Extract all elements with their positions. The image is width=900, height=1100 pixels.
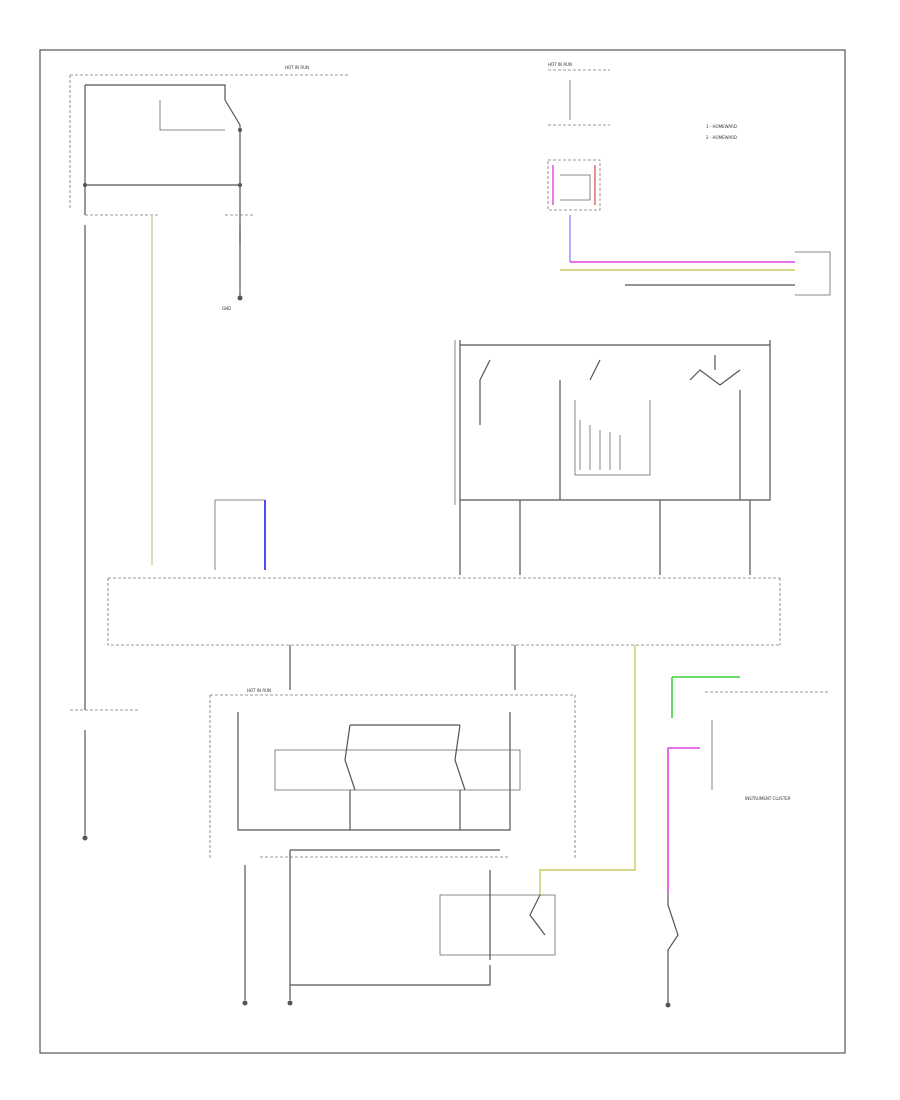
ground-icon bbox=[242, 1000, 248, 1006]
legend-line-1: 1 - HOMEWARD bbox=[706, 124, 737, 129]
hot-in-run-label-left: HOT IN RUN bbox=[285, 65, 309, 70]
ground-icon bbox=[287, 1000, 293, 1006]
body-control-module bbox=[107, 499, 781, 895]
top-right-switch-circuit: HOT IN RUN 1 - HOMEWARD 2 - HOMEWARD bbox=[547, 62, 831, 296]
connector-icon bbox=[238, 128, 242, 132]
hot-in-run-label-center: HOT IN RUN bbox=[247, 688, 271, 693]
ground-icon bbox=[665, 1002, 671, 1008]
left-bottom-circuit bbox=[70, 709, 140, 841]
mag3-wire bbox=[667, 747, 700, 893]
legend-line-2: 2 - HOMEWARD bbox=[706, 135, 737, 140]
multifunction-switch-box bbox=[454, 340, 771, 575]
ground-icon bbox=[82, 835, 88, 841]
ground-icon bbox=[237, 295, 243, 301]
switch-contact-icon bbox=[479, 359, 491, 425]
grn1-wire bbox=[671, 676, 740, 718]
ground-label-top: GND bbox=[222, 306, 231, 311]
relay-icon bbox=[344, 724, 356, 791]
frame-wire bbox=[39, 49, 846, 1054]
instrument-cluster: INSTRUMENT CLUSTER bbox=[665, 676, 830, 1008]
instrument-cluster-label: INSTRUMENT CLUSTER bbox=[745, 796, 791, 801]
switch-contact-icon bbox=[224, 99, 241, 245]
lower-relay-circuit: HOT IN RUN bbox=[209, 688, 576, 1006]
top-left-fuse-circuit: HOT IN RUN GND bbox=[69, 65, 350, 710]
yel2-wire bbox=[539, 645, 636, 895]
hot-in-run-label-right: HOT IN RUN bbox=[548, 62, 572, 67]
